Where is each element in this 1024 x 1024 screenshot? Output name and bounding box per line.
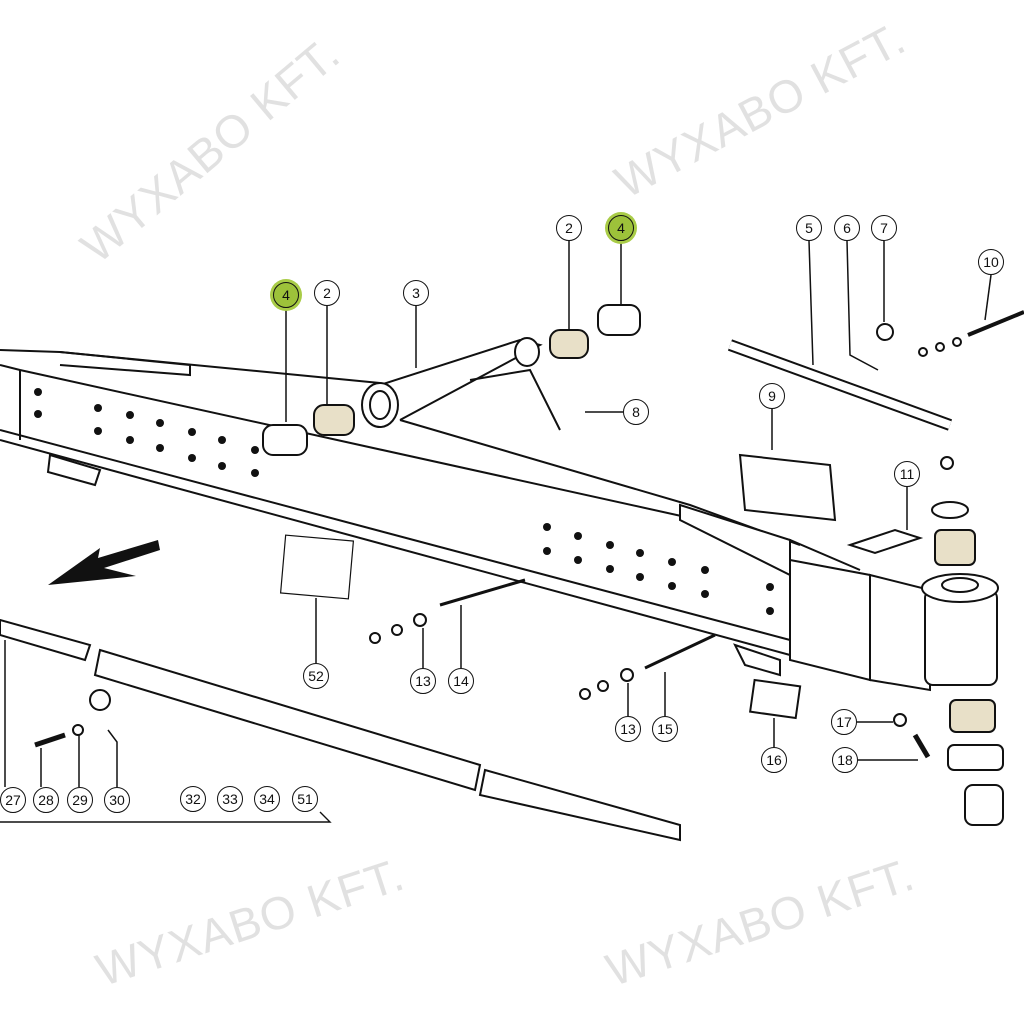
bushings: [262, 304, 1004, 826]
callout-8[interactable]: 8: [623, 399, 649, 425]
callout-34[interactable]: 34: [254, 786, 280, 812]
callout-4-highlighted[interactable]: 4: [608, 215, 634, 241]
callout-32[interactable]: 32: [180, 786, 206, 812]
callout-13[interactable]: 13: [410, 668, 436, 694]
callout-18[interactable]: 18: [832, 747, 858, 773]
callout-15[interactable]: 15: [652, 716, 678, 742]
direction-arrow: [48, 540, 160, 585]
clip-11: [846, 528, 924, 555]
callout-17[interactable]: 17: [831, 709, 857, 735]
plate-16: [749, 678, 802, 720]
main-beam: [0, 349, 861, 656]
decal-52: [279, 534, 355, 600]
callout-28[interactable]: 28: [33, 787, 59, 813]
callout-51[interactable]: 51: [292, 786, 318, 812]
callout-10[interactable]: 10: [978, 249, 1004, 275]
callout-52[interactable]: 52: [303, 663, 329, 689]
callout-7[interactable]: 7: [871, 215, 897, 241]
callout-13[interactable]: 13: [615, 716, 641, 742]
callout-11[interactable]: 11: [894, 461, 920, 487]
callout-27[interactable]: 27: [0, 787, 26, 813]
callout-9[interactable]: 9: [759, 383, 785, 409]
leader-lines: [4, 240, 992, 787]
callout-2[interactable]: 2: [314, 280, 340, 306]
callout-5[interactable]: 5: [796, 215, 822, 241]
mounting-holes: [34, 388, 774, 615]
plate-9: [738, 453, 837, 522]
a-arm: [361, 337, 801, 577]
callout-6[interactable]: 6: [834, 215, 860, 241]
rods: [0, 310, 1024, 842]
callout-29[interactable]: 29: [67, 787, 93, 813]
callout-33[interactable]: 33: [217, 786, 243, 812]
callout-14[interactable]: 14: [448, 668, 474, 694]
callout-3[interactable]: 3: [403, 280, 429, 306]
end-bracket: [733, 558, 999, 692]
callout-4-highlighted[interactable]: 4: [273, 282, 299, 308]
callout-16[interactable]: 16: [761, 747, 787, 773]
callout-30[interactable]: 30: [104, 787, 130, 813]
callout-2[interactable]: 2: [556, 215, 582, 241]
